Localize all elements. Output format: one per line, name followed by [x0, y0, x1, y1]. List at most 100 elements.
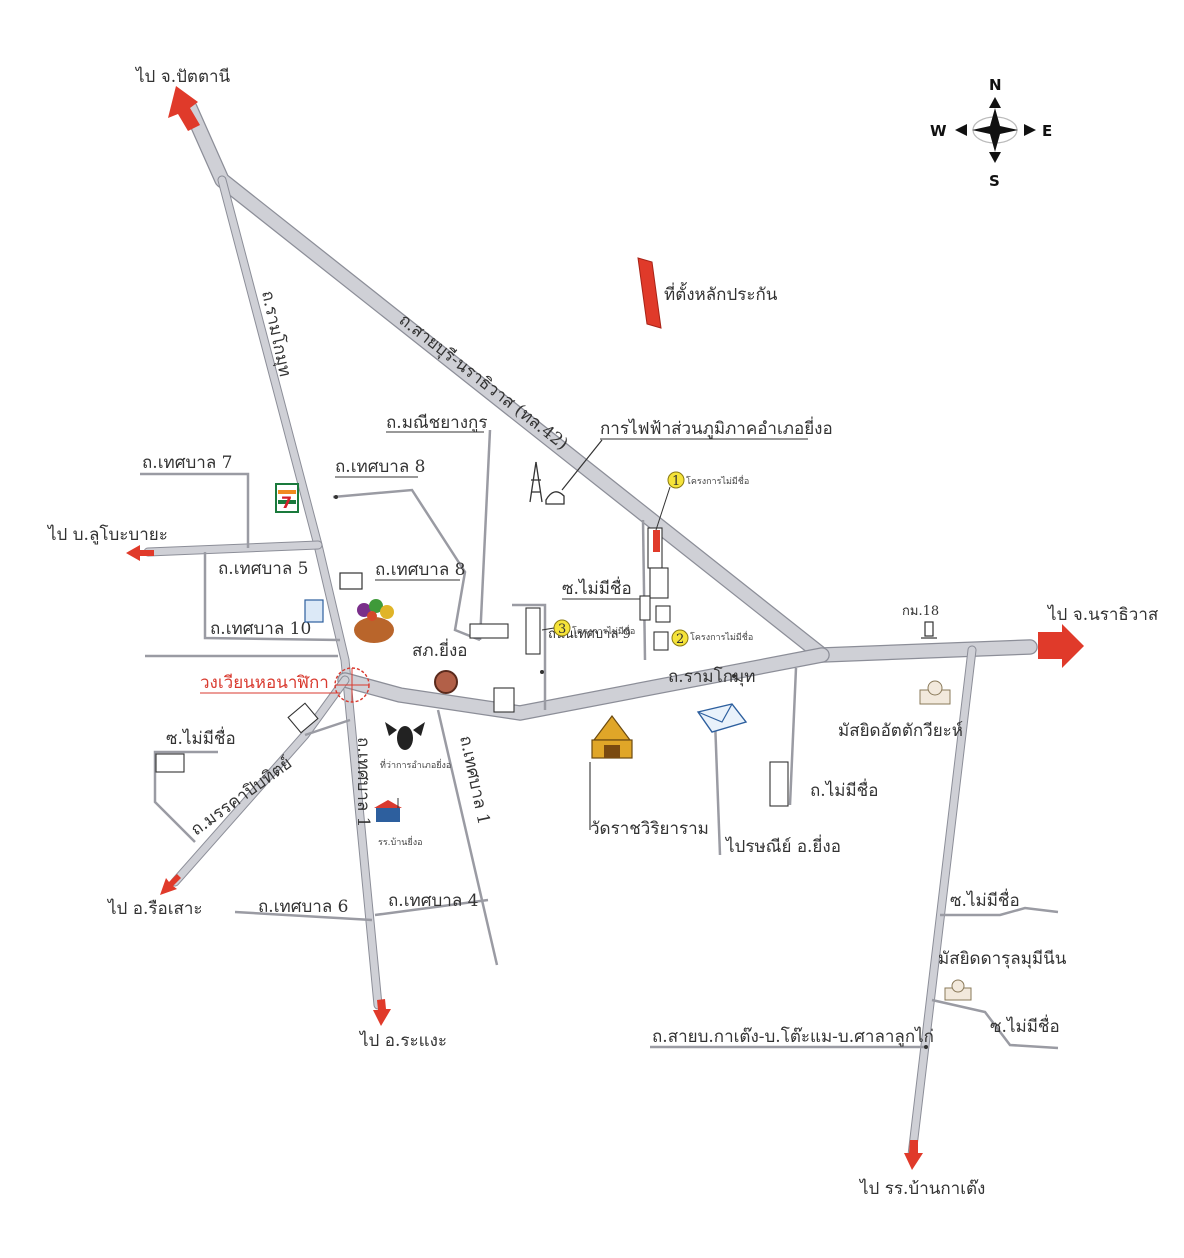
km-post-icon [924, 621, 934, 637]
west-trunk-edge [217, 175, 383, 1010]
dest-lubo: ไป บ.ลูโบะบายะ [46, 524, 168, 545]
project-3-leader [541, 627, 555, 631]
soi-unnamed-center [641, 519, 647, 661]
label-marga: ถ.มรรคาปิบทิตย์ [187, 753, 296, 840]
manee-road [478, 429, 492, 641]
tessaban-9-road [512, 603, 547, 710]
school-icon [374, 798, 402, 822]
water-office-icon [304, 599, 324, 623]
label-tessaban-1a: ถ.เทศบาล 1 [353, 737, 373, 827]
site-marker-icon [637, 257, 662, 329]
arrow-katueng-icon [904, 1140, 923, 1170]
label-soi-center: ซ.ไม่มีชื่อ [562, 576, 632, 599]
garuda-emblem-icon [385, 722, 425, 750]
dest-pattani: ไป จ.ปัตตานี [134, 66, 231, 87]
label-mosque-1: มัสยิดอัตตักวียะห์ [838, 721, 963, 741]
police-emblem-icon [434, 670, 458, 694]
project-2-num: 2 [676, 632, 684, 647]
tessaban-6-road [234, 910, 373, 922]
label-tessaban-8b: ถ.เทศบาล 8 [375, 560, 465, 580]
compass-arrow-south-icon [989, 152, 1001, 163]
label-km-18: กม.18 [902, 604, 939, 619]
building-block [155, 753, 185, 773]
post-office-road [713, 719, 722, 856]
building-block [639, 595, 651, 621]
west-trunk [218, 176, 382, 1009]
electricity-tower-icon [529, 461, 565, 505]
lubo-road [144, 541, 322, 556]
road-network [140, 100, 1059, 1160]
building-block [655, 605, 671, 623]
building-blocks [155, 527, 789, 807]
label-post-office: ไปรษณีย์ อ.ยี่งอ [724, 834, 841, 857]
seven-eleven-text: 7 [281, 493, 292, 512]
label-district-office: ที่ว่าการอำเภอยี่งอ [380, 758, 451, 771]
dest-rangae: ไป อ.ระแงะ [358, 1030, 447, 1051]
compass-s: S [989, 172, 1000, 190]
compass-w: W [930, 122, 947, 140]
label-soi-west: ซ.ไม่มีชื่อ [166, 726, 236, 749]
electricity-pointer [561, 439, 603, 491]
label-tessaban-6: ถ.เทศบาล 6 [258, 897, 348, 917]
highway-42 [183, 101, 1037, 662]
tessaban-7-road [140, 472, 250, 548]
label-police: สภ.ยี่งอ [412, 638, 467, 661]
envelope-icon [696, 703, 748, 733]
arrow-rangae-icon [373, 999, 391, 1026]
temple-icon [591, 715, 633, 759]
destination-arrows [126, 86, 1084, 1170]
label-tessaban-7: ถ.เทศบาล 7 [142, 453, 232, 473]
unnamed-east-road [788, 667, 798, 806]
label-roundabout: วงเวียนหอนาฬิกา [200, 673, 329, 693]
compass-arrow-north-icon [989, 97, 1001, 108]
soi-east-2 [931, 998, 1059, 1050]
project-1-highlight [653, 530, 660, 552]
building-block [525, 607, 541, 655]
compass-arrow-west-icon [955, 124, 967, 136]
building-block [287, 702, 319, 734]
west-soi-road [153, 750, 218, 843]
project-2-label: โครงการไม่มีชื่อ [690, 630, 753, 643]
compass-star-icon [972, 108, 1018, 152]
building-block [653, 631, 669, 651]
project-1-num: 1 [672, 474, 680, 489]
label-katueng-road: ถ.สายบ.กาเต๊ง-บ.โต๊ะแม-บ.ศาลาลูกไก่ [652, 1026, 934, 1047]
compass-n: N [989, 76, 1002, 94]
label-tessaban-5: ถ.เทศบาล 5 [218, 559, 308, 579]
mosque-1-icon [919, 680, 951, 705]
project-markers: 1 โครงการไม่มีชื่อ 2 โครงการไม่มีชื่อ 3 … [541, 471, 753, 647]
label-electricity: การไฟฟ้าส่วนภูมิภาคอำเภอยี่งอ [600, 416, 833, 439]
dest-narathiwat: ไป จ.นราธิวาส [1046, 604, 1159, 625]
compass-rose: N S E W [930, 76, 1052, 190]
arrow-rueso-icon [160, 874, 181, 895]
tessaban-5-road [203, 552, 341, 642]
building-block [649, 567, 669, 599]
project-1-label: โครงการไม่มีชื่อ [686, 474, 749, 487]
project-1-leader [655, 486, 671, 531]
arrow-lubo-icon [126, 545, 154, 561]
label-tessaban-4: ถ.เทศบาล 4 [388, 891, 478, 911]
soi-east-1 [940, 906, 1059, 917]
marga-road-tick [304, 718, 351, 737]
project-3-label: โครงการไม่มีชื่อ [572, 624, 635, 637]
ramkomut-road [338, 648, 829, 720]
site-label: ที่ตั้งหลักประกัน [664, 282, 778, 305]
project-3-num: 3 [558, 622, 566, 637]
compass-arrow-east-icon [1024, 124, 1036, 136]
label-soi-east-1: ซ.ไม่มีชื่อ [950, 888, 1020, 911]
arrow-narathiwat-icon [1038, 624, 1084, 668]
mosque-2-icon [944, 979, 972, 1001]
label-mosque-2: มัสยิดดารุลมุมีนีน [938, 949, 1067, 969]
label-road-unnamed: ถ.ไม่มีชื่อ [810, 778, 878, 801]
compass-e: E [1042, 122, 1052, 140]
market-basket-icon [354, 599, 394, 643]
label-ramkomut: ถ.รามโกมุท [668, 666, 755, 687]
label-soi-east-2: ซ.ไม่มีชื่อ [990, 1014, 1060, 1037]
seven-eleven-icon: 7 [275, 483, 299, 513]
katueng-south-road [908, 646, 976, 1159]
building-block [769, 761, 789, 807]
label-tessaban-8a: ถ.เทศบาล 8 [335, 457, 425, 477]
dest-rueso: ไป อ.รือเสาะ [106, 898, 203, 919]
highway-42-edge [182, 100, 1038, 663]
